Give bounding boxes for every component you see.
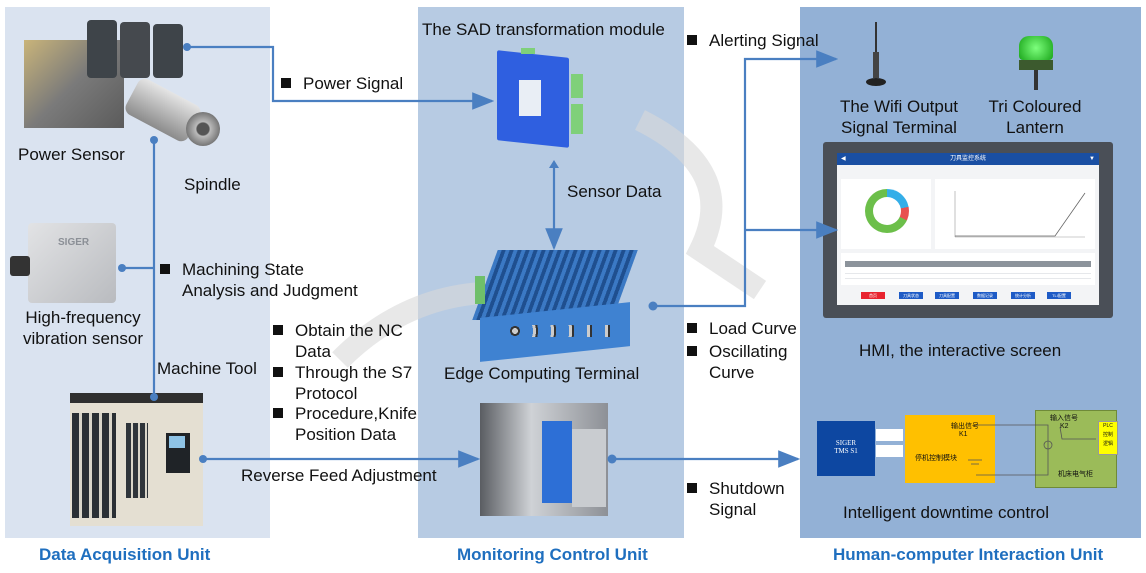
bullet-icon bbox=[687, 323, 697, 333]
power-signal-wire bbox=[187, 45, 495, 110]
hmi-label: HMI, the interactive screen bbox=[859, 341, 1062, 360]
edge-terminal-node bbox=[648, 301, 658, 311]
hmi-title: 刀具监控系统 bbox=[949, 156, 986, 162]
hmi-button-tli-config[interactable]: TLI配置 bbox=[1047, 292, 1071, 299]
unit-title-monitoring: Monitoring Control Unit bbox=[457, 545, 648, 564]
circuit-wires bbox=[968, 424, 1096, 476]
alerting-signal-item: Alerting Signal bbox=[687, 30, 819, 51]
hmi-button-tool-status[interactable]: 刀具状态 bbox=[899, 292, 923, 299]
hmi-load-chart-panel bbox=[935, 179, 1095, 249]
bullet-icon bbox=[687, 35, 697, 45]
siger-controller: SIGER TMS S1 bbox=[817, 421, 875, 476]
bullet-icon bbox=[687, 483, 697, 493]
lantern-label: Tri Coloured Lantern bbox=[988, 97, 1082, 137]
sad-module-label: The SAD transformation module bbox=[422, 20, 665, 39]
control-cabinet-photo bbox=[480, 403, 608, 516]
wifi-antenna-icon bbox=[866, 22, 886, 92]
shutdown-control-module: 输出信号 K1 停机控制模块 bbox=[905, 415, 995, 483]
spindle-photo bbox=[122, 75, 223, 150]
power-signal-item: Power Signal bbox=[281, 73, 403, 94]
sensor-data-top-arrow bbox=[549, 160, 559, 168]
hmi-button-data-record[interactable]: 数据记录 bbox=[973, 292, 997, 299]
downtime-label: Intelligent downtime control bbox=[843, 503, 1050, 522]
bullet-icon bbox=[281, 78, 291, 88]
machine-tool-photo bbox=[70, 393, 203, 526]
power-sensor-clamps bbox=[87, 18, 183, 80]
machine-tool-output-node bbox=[199, 455, 207, 463]
cabinet-node bbox=[607, 454, 617, 464]
edge-terminal-label: Edge Computing Terminal bbox=[444, 364, 640, 383]
bullet-icon bbox=[160, 264, 170, 274]
edge-output-wire bbox=[653, 50, 839, 308]
bullet-icon bbox=[273, 408, 283, 418]
hmi-button-statistics[interactable]: 统计分析 bbox=[1011, 292, 1035, 299]
vibration-connector bbox=[10, 256, 30, 276]
spindle-node bbox=[150, 136, 158, 144]
hmi-load-chart bbox=[954, 191, 1086, 238]
downtime-circuit: SIGER TMS S1 输出信号 K1 停机控制模块 输入信号 K2 机床电气… bbox=[800, 405, 1141, 488]
power-sensor-label: Power Sensor bbox=[18, 145, 125, 164]
vibration-sensor-photo: SIGER bbox=[28, 223, 116, 303]
hmi-button-home[interactable]: 首页 bbox=[861, 292, 885, 299]
reverse-feed-label: Reverse Feed Adjustment bbox=[241, 466, 437, 485]
tri-colour-lantern-icon bbox=[1017, 36, 1055, 92]
machine-tool-label: Machine Tool bbox=[157, 359, 257, 378]
bullet-icon bbox=[273, 325, 283, 335]
bullet-icon bbox=[273, 367, 283, 377]
plc-logic-box: PLC 控制 逻辑 bbox=[1098, 421, 1118, 455]
spindle-label: Spindle bbox=[184, 175, 241, 194]
unit-title-acquisition: Data Acquisition Unit bbox=[39, 545, 211, 564]
hmi-display: ◀ 刀具监控系统 ▼ 首页 刀具状态 刀具配置 数据记录 统计分析 TLI配置 bbox=[837, 153, 1099, 305]
hmi-back-icon: ◀ bbox=[841, 156, 846, 162]
sad-module-photo bbox=[497, 48, 585, 150]
machine-tool-node bbox=[150, 393, 158, 401]
load-curve-item: Load Curve bbox=[687, 318, 797, 339]
hmi-menu-icon: ▼ bbox=[1089, 156, 1095, 162]
hmi-button-tool-config[interactable]: 刀具配置 bbox=[935, 292, 959, 299]
vibration-sensor-label: High-frequency vibration sensor bbox=[22, 308, 143, 348]
vibration-node bbox=[118, 264, 126, 272]
hmi-table bbox=[841, 253, 1095, 285]
power-sensor-node bbox=[183, 43, 191, 51]
bullet-icon bbox=[687, 346, 697, 356]
edge-terminal-photo bbox=[472, 250, 638, 362]
sensor-data-label: Sensor Data bbox=[567, 182, 662, 201]
vibration-sensor-brand: SIGER bbox=[58, 237, 90, 248]
wifi-terminal-label: The Wifi Output Signal Terminal bbox=[839, 97, 959, 137]
hmi-screen: ◀ 刀具监控系统 ▼ 首页 刀具状态 刀具配置 数据记录 统计分析 TLI配置 bbox=[823, 142, 1113, 318]
hmi-donut-panel bbox=[841, 179, 931, 249]
hmi-title-bar: ◀ 刀具监控系统 ▼ bbox=[837, 153, 1099, 165]
unit-title-hci: Human-computer Interaction Unit bbox=[833, 545, 1104, 564]
